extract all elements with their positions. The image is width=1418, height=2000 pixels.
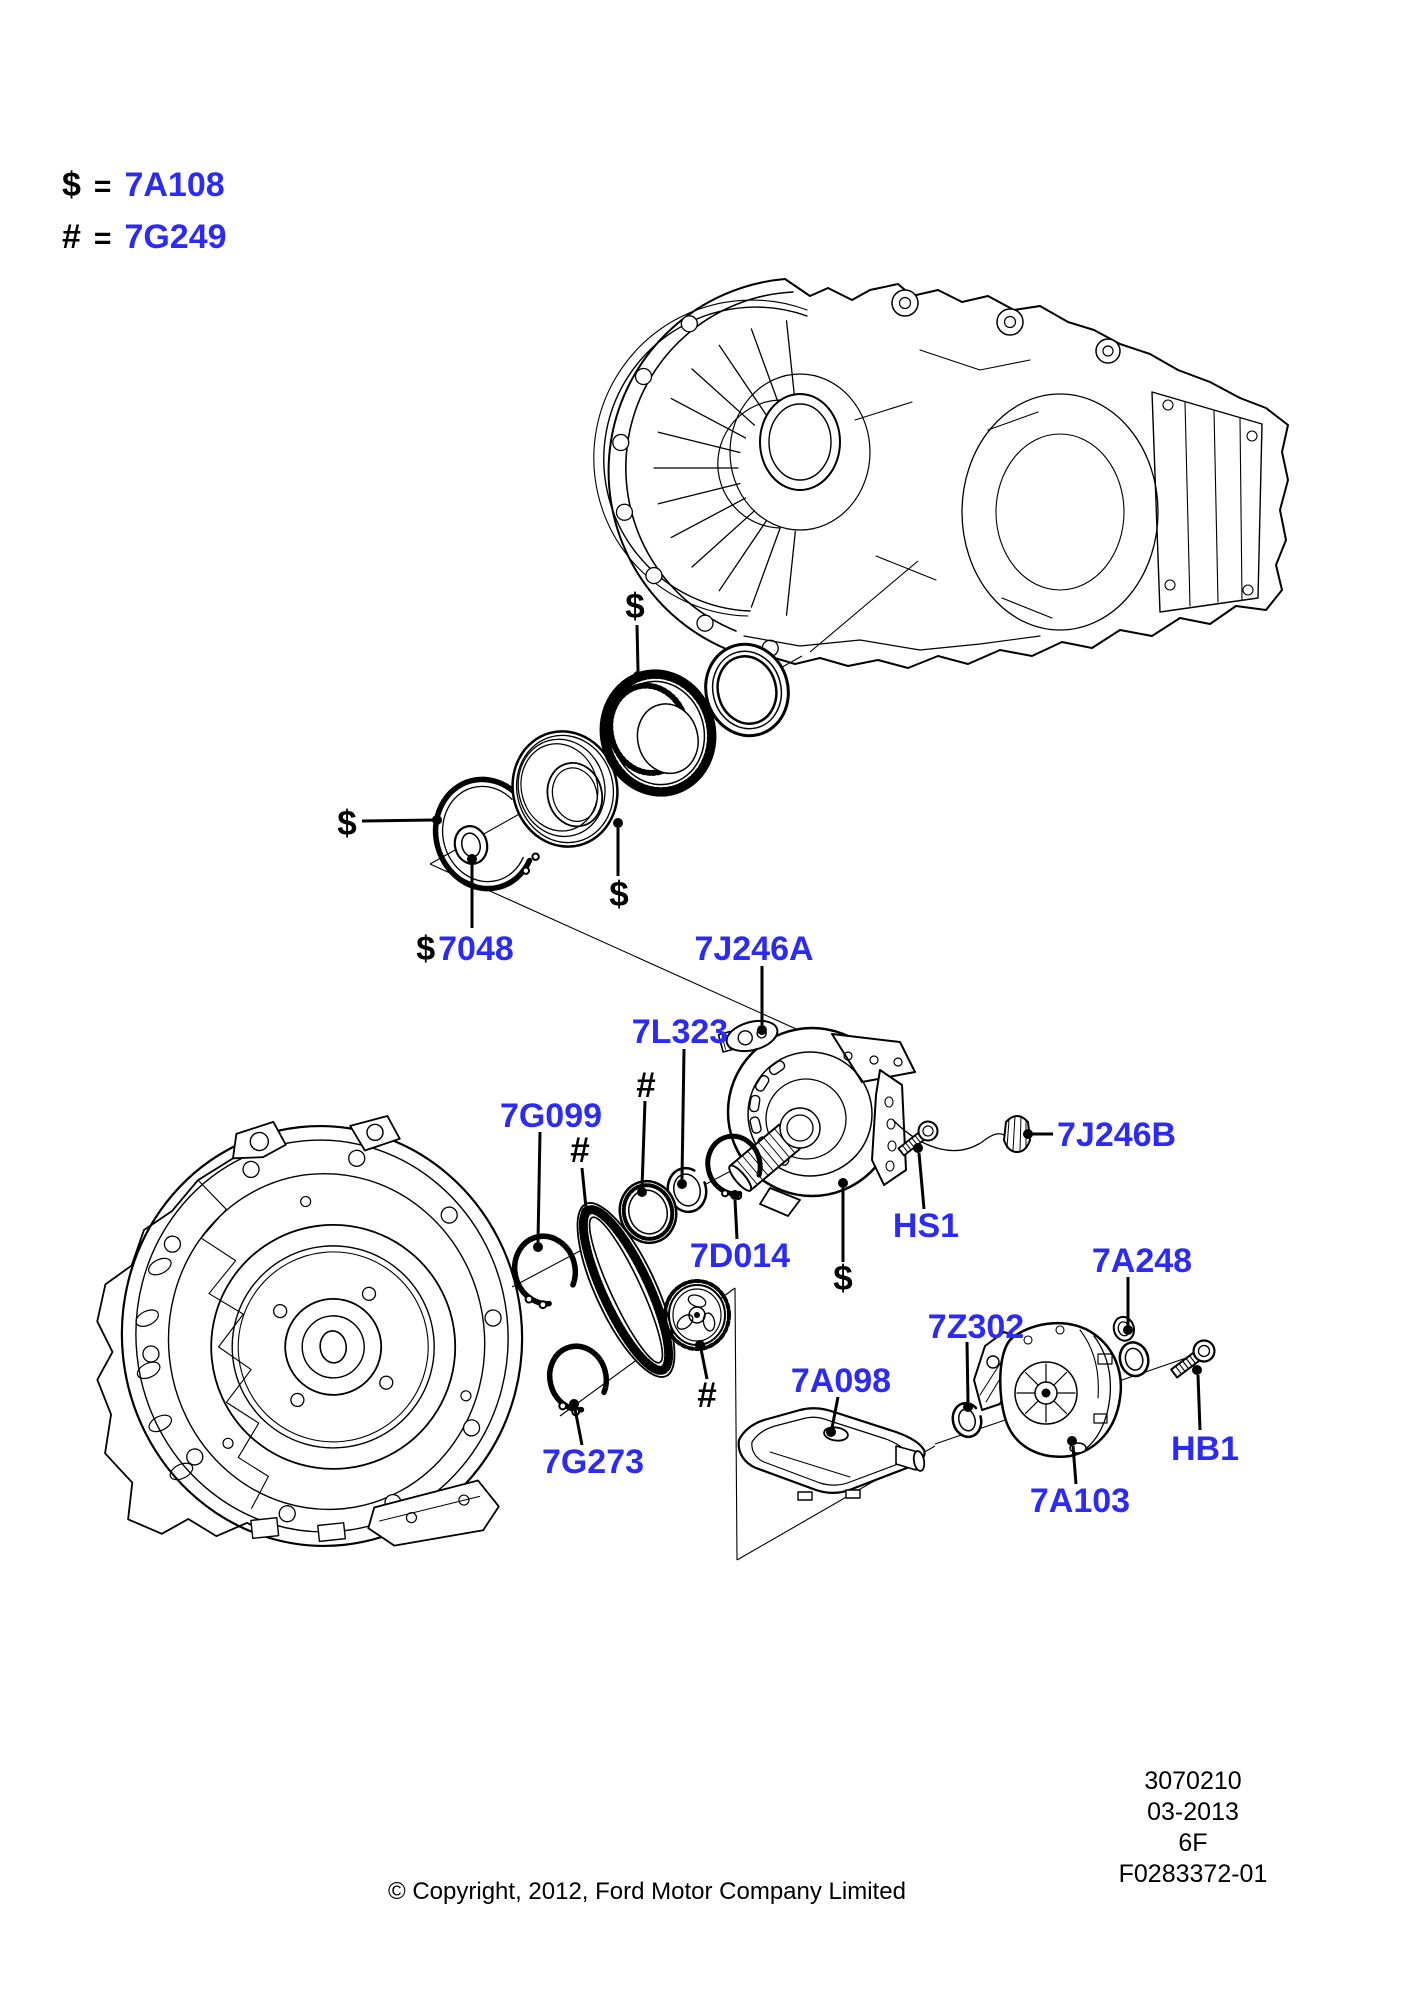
date: 03-2013 xyxy=(1147,1798,1239,1826)
oil-pump-assembly xyxy=(726,1026,916,1217)
top-transmission-case-drawing xyxy=(593,278,1289,669)
legend-code: 7G249 xyxy=(124,218,227,256)
dollar-marker-3: $ xyxy=(609,875,628,914)
dollar-marker-4: $ xyxy=(833,1259,852,1298)
legend-equals: = xyxy=(93,222,112,255)
copyright-line: © Copyright, 2012, Ford Motor Company Li… xyxy=(388,1878,906,1905)
part-label-7L323: 7L323 xyxy=(632,1013,728,1051)
chain-sprocket xyxy=(663,1279,731,1351)
doc-number: 3070210 xyxy=(1144,1767,1242,1795)
pump-housing-7a103 xyxy=(973,1322,1123,1458)
legend-symbol: $ xyxy=(62,166,81,204)
part-label-7Z302: 7Z302 xyxy=(928,1308,1024,1346)
legend-code: 7A108 xyxy=(124,166,225,204)
left-transmission-case-drawing xyxy=(96,1115,524,1547)
oil-filter-7a098 xyxy=(737,1407,926,1501)
snap-ring-7g099 xyxy=(511,1233,579,1310)
part-label-7J246A: 7J246A xyxy=(694,930,813,968)
part-label-7D014: 7D014 xyxy=(690,1237,790,1275)
part-label-HB1: HB1 xyxy=(1171,1430,1239,1468)
transmission-code: 6F xyxy=(1178,1829,1208,1857)
hash-marker-6: # xyxy=(570,1131,589,1170)
legend-row-7G249: # = 7G249 xyxy=(62,218,227,270)
label-layer: $7048 7J246A 7L323 7G099 7D014 HS1 7J246B 7A248… xyxy=(337,587,1239,1520)
plug-7j246b xyxy=(1003,1115,1031,1153)
leader-lines xyxy=(361,624,1202,1485)
snap-ring-7g273 xyxy=(546,1343,610,1417)
part-label-7048: $7048 xyxy=(416,930,514,968)
footer-reference-block: 3070210 03-2013 6F F0283372-01 xyxy=(1043,1766,1343,1890)
figure-code: F0283372-01 xyxy=(1118,1860,1268,1888)
hash-marker-7: # xyxy=(697,1376,716,1415)
legend-symbol: # xyxy=(62,218,81,256)
part-label-7J246B: 7J246B xyxy=(1057,1116,1176,1154)
part-label-7G099: 7G099 xyxy=(500,1097,602,1135)
part-label-7A098: 7A098 xyxy=(791,1362,891,1400)
part-label-HS1: HS1 xyxy=(893,1207,959,1245)
part-label-7G273: 7G273 xyxy=(542,1443,644,1481)
pressure-plate-ring xyxy=(704,642,790,738)
part-label-7A248: 7A248 xyxy=(1092,1242,1192,1280)
part-label-7A103: 7A103 xyxy=(1030,1482,1130,1520)
dollar-marker-1: $ xyxy=(337,804,356,843)
hash-marker-5: # xyxy=(636,1066,655,1105)
snap-ring-7a108 xyxy=(432,776,540,892)
bolt-hb1 xyxy=(1166,1335,1220,1383)
legend-equals: = xyxy=(93,170,112,203)
seal-7z302 xyxy=(951,1401,983,1439)
clutch-drum xyxy=(511,730,619,848)
legend: $ = 7A108 # = 7G249 xyxy=(62,166,227,270)
legend-row-7A108: $ = 7A108 xyxy=(62,166,227,218)
dollar-marker-2: $ xyxy=(625,587,644,626)
